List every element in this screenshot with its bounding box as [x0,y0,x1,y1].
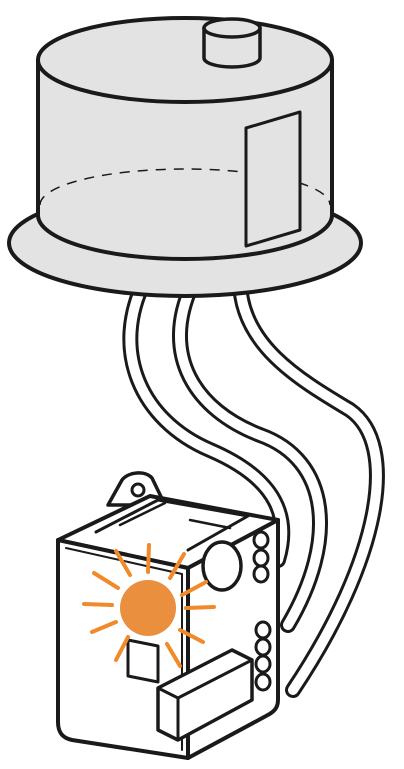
wire-1 [122,272,291,568]
wire-3 [232,272,385,698]
led-light-icon [82,543,216,668]
wires [122,272,385,698]
wire-2 [171,277,328,633]
module-top-groove [118,501,167,527]
dome-top [36,16,334,104]
terminal-screws-upper [252,530,270,584]
dome-hidden-edge [39,168,331,206]
mounting-hole [130,482,146,498]
sensor-dome-icon [7,16,363,298]
led-dot [120,580,176,636]
dome-window [244,110,302,248]
module-top-groove-2 [188,518,232,530]
led-recess [126,638,160,684]
terminal-screws-lower [254,620,272,692]
dome-knob [202,17,262,69]
module-top-rim [94,498,250,552]
led-glow-rays [82,543,216,668]
round-button [201,540,243,592]
